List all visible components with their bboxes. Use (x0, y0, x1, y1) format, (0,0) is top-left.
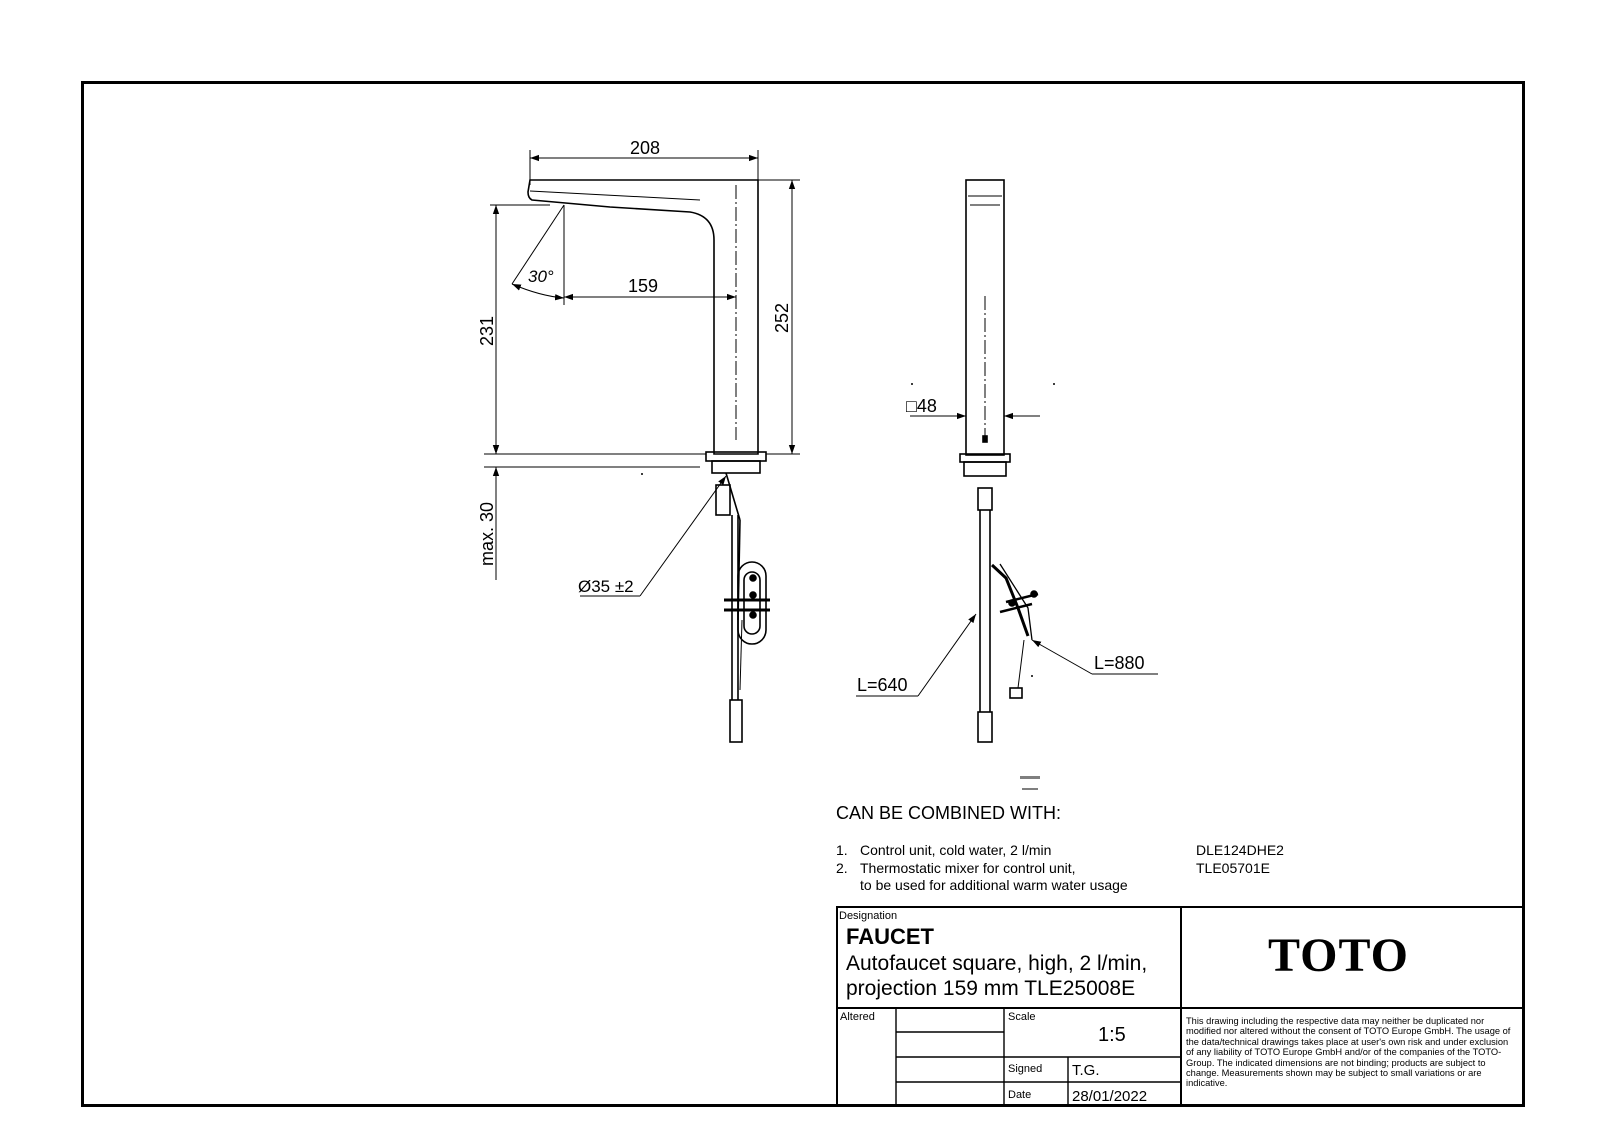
side-dimensions (490, 150, 800, 597)
dim-hole-diameter: Ø35 ±2 (578, 577, 634, 596)
dim-width-top: 208 (630, 138, 660, 158)
front-dimension-labels: □48 L=640 L=880 (857, 396, 1145, 695)
signed-value: T.G. (1072, 1062, 1100, 1079)
scale-label: Scale (1008, 1011, 1036, 1023)
dim-square: □48 (906, 396, 937, 416)
dim-cable-640: L=640 (857, 675, 908, 695)
dim-cable-880: L=880 (1094, 653, 1145, 673)
scale-value: 1:5 (1098, 1024, 1126, 1046)
combined-item-1-text: Control unit, cold water, 2 l/min (860, 842, 1052, 858)
product-desc-line1: Autofaucet square, high, 2 l/min, (846, 952, 1148, 975)
front-cable (990, 563, 1030, 637)
drawing-frame (81, 81, 1525, 1107)
date-value: 28/01/2022 (1072, 1088, 1148, 1105)
combined-title: CAN BE COMBINED WITH: (836, 803, 1062, 823)
signed-label: Signed (1008, 1063, 1043, 1075)
dim-projection: 159 (628, 276, 658, 296)
side-view (484, 179, 770, 743)
designation-label: Designation (839, 910, 898, 922)
faucet-side-outline (527, 179, 759, 455)
dim-angle: 30° (528, 267, 554, 286)
combined-item-2-code: TLE05701E (1196, 860, 1270, 876)
disclaimer-box (1180, 1007, 1525, 1107)
stray-marks (641, 383, 1055, 790)
product-name: FAUCET (846, 924, 934, 949)
date-label: Date (1008, 1089, 1032, 1101)
cable-coil (737, 561, 767, 645)
dim-height-spout: 231 (477, 316, 497, 346)
faucet-front-outline (965, 179, 1005, 456)
combined-item-2-text-cont: to be used for additional warm water usa… (860, 877, 1128, 893)
product-desc-line2: projection 159 mm TLE25008E (846, 977, 1136, 1000)
combined-item-1-num: 1. (836, 842, 848, 858)
front-dimensions (856, 412, 1158, 697)
altered-label: Altered (840, 1011, 875, 1023)
combined-item-1-code: DLE124DHE2 (1196, 842, 1284, 858)
disclaimer-text: This drawing including the respective da… (1186, 1016, 1511, 1089)
toto-logo: TOTO (1268, 929, 1409, 982)
combined-item-2-text: Thermostatic mixer for control unit, (860, 860, 1076, 876)
side-dimension-labels: 208 252 231 159 30° max. 30 Ø35 ±2 (477, 138, 792, 596)
front-view (959, 179, 1039, 743)
dim-height-total: 252 (772, 303, 792, 333)
combined-item-2-num: 2. (836, 860, 848, 876)
dim-max-deck: max. 30 (477, 502, 497, 566)
